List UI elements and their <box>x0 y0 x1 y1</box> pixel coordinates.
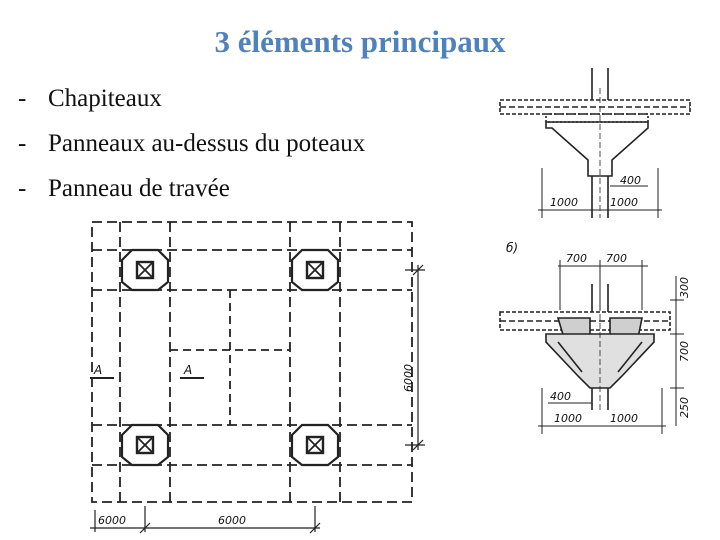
plan-section-mark-mid: A <box>183 363 192 377</box>
section-b-dim-right-bottom: 250 <box>678 397 691 418</box>
plan-dim-bottom-left: 6000 <box>98 514 126 527</box>
flat-slab-plan-drawing: 6000 6000 6000 A A <box>90 221 425 534</box>
bullet-item: -Chapiteaux <box>18 82 365 127</box>
section-a-dim-bottom-right: 1000 <box>610 196 638 209</box>
section-b-dim-right-top: 300 <box>678 277 691 298</box>
plan-dim-bottom-mid: 6000 <box>218 514 246 527</box>
plan-dim-right: 6000 <box>402 364 415 392</box>
bullet-marker: - <box>18 130 27 157</box>
slide-title: 3 éléments principaux <box>214 24 506 59</box>
section-a-dim-column: 400 <box>620 174 641 187</box>
capital-section-a-drawing: 400 1000 1000 <box>499 68 691 218</box>
section-b-dim-top-right: 700 <box>606 252 627 265</box>
bullet-text: Panneaux au-dessus du poteaux <box>48 130 366 157</box>
section-b-dim-bottom-left: 1000 <box>554 412 582 425</box>
plan-section-mark-left: A <box>93 363 102 377</box>
bullet-text: Panneau de travée <box>48 175 230 202</box>
section-a-dim-bottom-left: 1000 <box>550 196 578 209</box>
section-b-label: б) <box>506 241 518 255</box>
bullet-marker: - <box>18 175 27 202</box>
bullet-text: Chapiteaux <box>48 85 162 112</box>
section-b-dim-column: 400 <box>550 390 571 403</box>
bullet-item: -Panneau de travée <box>18 172 365 217</box>
section-b-dim-right-mid: 700 <box>678 341 691 362</box>
capital-section-b-drawing: б) 700 700 300 700 250 <box>499 241 691 434</box>
bullet-list: -Chapiteaux -Panneaux au-dessus du potea… <box>18 82 365 217</box>
bullet-item: -Panneaux au-dessus du poteaux <box>18 127 365 172</box>
section-b-dim-top-left: 700 <box>566 252 587 265</box>
bullet-marker: - <box>18 85 27 112</box>
section-b-dim-bottom-right: 1000 <box>610 412 638 425</box>
